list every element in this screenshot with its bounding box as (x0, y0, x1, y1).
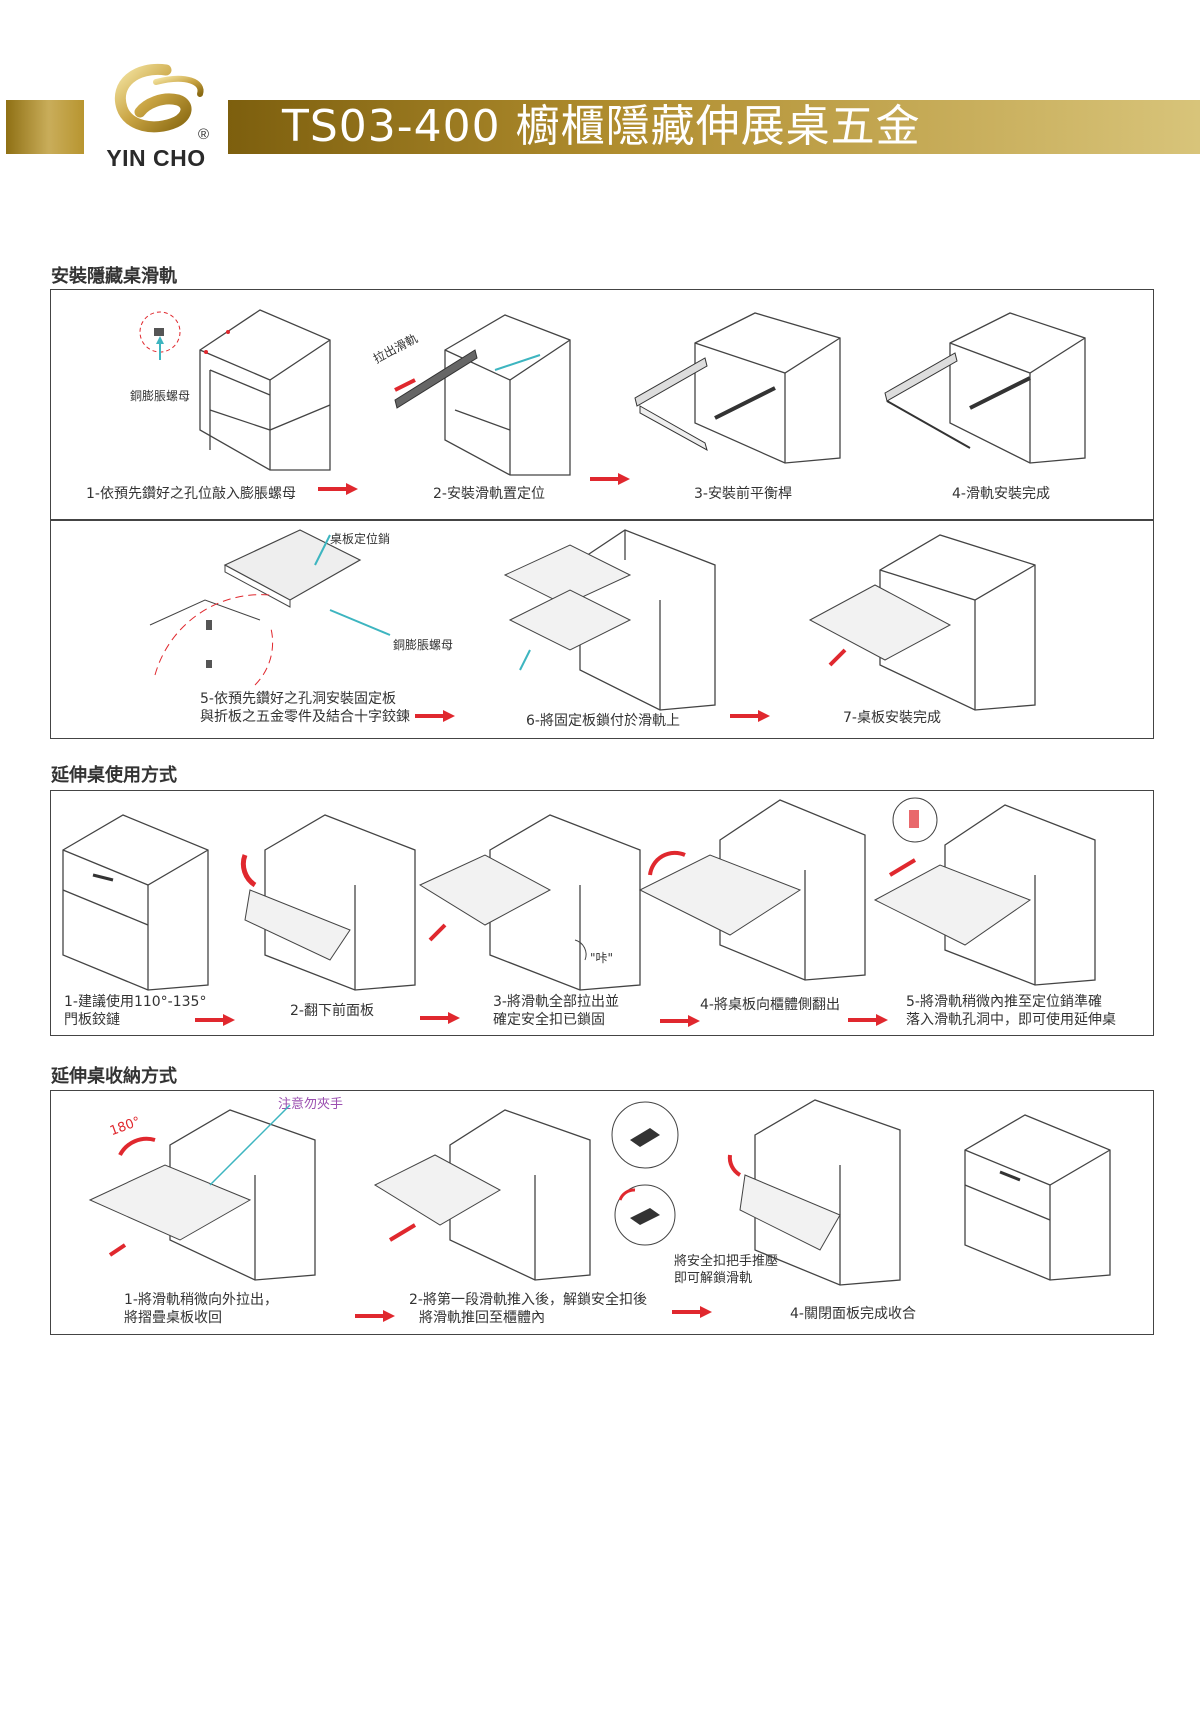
warning-pinch-label: 注意勿夾手 (278, 1097, 344, 1112)
registered-mark: ® (198, 126, 210, 143)
install-step5-caption-line2: 與折板之五金零件及結合十字鉸鍊 (200, 709, 410, 725)
red-arrow-icon (660, 1015, 700, 1027)
usage-step1-caption-line1: 1-建議使用110°-135° (64, 994, 207, 1010)
usage5-cabinet-illustration (873, 797, 1096, 986)
storage2-cabinet-illustration (373, 1109, 591, 1281)
usage3-cabinet-illustration (418, 814, 641, 991)
usage-step5-caption-line1: 5-將滑軌稍微內推至定位銷準確 (906, 994, 1102, 1010)
install-step1-caption: 1-依預先鑽好之孔位敲入膨脹螺母 (86, 486, 296, 502)
header-band-left (6, 100, 84, 154)
step7-cabinet-illustration (808, 534, 1036, 711)
storage-step2-caption-line2: 將滑軌推回至櫃體內 (419, 1310, 545, 1326)
label-copper-nut: 銅膨脹螺母 (130, 389, 191, 403)
header-band (228, 100, 1200, 154)
storage-step4-caption: 4-關閉面板完成收合 (790, 1306, 916, 1322)
install-step2-caption: 2-安裝滑軌置定位 (433, 486, 545, 502)
red-arrow-icon (590, 473, 630, 485)
usage-step2-caption: 2-翻下前面板 (290, 1003, 374, 1019)
install-step6-caption: 6-將固定板鎖付於滑軌上 (526, 713, 680, 729)
brand-name: YIN CHO (106, 145, 206, 171)
red-arrow-icon (415, 710, 455, 722)
usage1-cabinet-illustration (62, 814, 209, 991)
install-step5-caption-line1: 5-依預先鑽好之孔洞安裝固定板 (200, 691, 396, 707)
red-arrow-icon (848, 1014, 888, 1026)
storage1-cabinet-illustration (88, 1104, 316, 1281)
storage4-cabinet-illustration (964, 1114, 1111, 1281)
step2-cabinet-illustration (394, 314, 571, 476)
usage-step4-caption: 4-將桌板向櫃體側翻出 (700, 997, 840, 1013)
install-step3-caption: 3-安裝前平衡桿 (694, 486, 792, 502)
safety-latch-detail-icon (611, 1101, 679, 1246)
label-copper-nut-2: 銅膨脹螺母 (393, 638, 454, 652)
install-panel-row1 (50, 289, 1154, 521)
safety-note-line1: 將安全扣把手推壓 (674, 1254, 779, 1269)
red-arrow-icon (355, 1310, 395, 1322)
storage-panel (50, 1090, 1154, 1335)
storage-step1-caption-line1: 1-將滑軌稍微向外拉出， (124, 1292, 278, 1308)
click-sound-label: "咔" (590, 951, 614, 965)
install-panel-row2 (50, 519, 1154, 739)
storage3-cabinet-illustration (727, 1099, 901, 1286)
section-heading-usage: 延伸桌使用方式 (51, 765, 177, 786)
install-step4-caption: 4-滑軌安裝完成 (952, 486, 1050, 502)
usage4-cabinet-illustration (638, 799, 866, 981)
yin-cho-logo-icon (114, 63, 204, 133)
red-arrow-icon (420, 1012, 460, 1024)
usage-step5-caption-line2: 落入滑軌孔洞中，即可使用延伸桌 (906, 1012, 1116, 1028)
install-step7-caption: 7-桌板安裝完成 (843, 710, 941, 726)
step3-cabinet-illustration (634, 312, 841, 464)
section-heading-storage: 延伸桌收納方式 (51, 1066, 177, 1087)
red-arrow-icon (318, 483, 358, 495)
red-arrow-icon (672, 1306, 712, 1318)
step4-cabinet-illustration (884, 312, 1086, 464)
red-arrow-icon (730, 710, 770, 722)
label-board-pin: 桌板定位銷 (330, 532, 391, 546)
red-arrow-icon (195, 1014, 235, 1026)
storage-step1-caption-line2: 將摺疊桌板收回 (124, 1310, 222, 1326)
section-heading-install: 安裝隱藏桌滑軌 (51, 266, 177, 287)
step5-board-illustration (149, 529, 391, 686)
usage-panel (50, 790, 1154, 1036)
page-title: TS03-400 櫥櫃隱藏伸展桌五金 (282, 101, 921, 152)
storage-step2-caption-line1: 2-將第一段滑軌推入後，解鎖安全扣後 (409, 1292, 647, 1308)
step1-cabinet-illustration (139, 309, 331, 471)
usage-step3-caption-line2: 確定安全扣已鎖固 (493, 1012, 605, 1028)
usage2-cabinet-illustration (240, 814, 416, 991)
step6-cabinet-illustration (503, 529, 716, 711)
usage-step3-caption-line1: 3-將滑軌全部拉出並 (493, 994, 619, 1010)
safety-note-line2: 即可解鎖滑軌 (674, 1271, 753, 1286)
usage-step1-caption-line2: 門板鉸鏈 (64, 1012, 120, 1028)
